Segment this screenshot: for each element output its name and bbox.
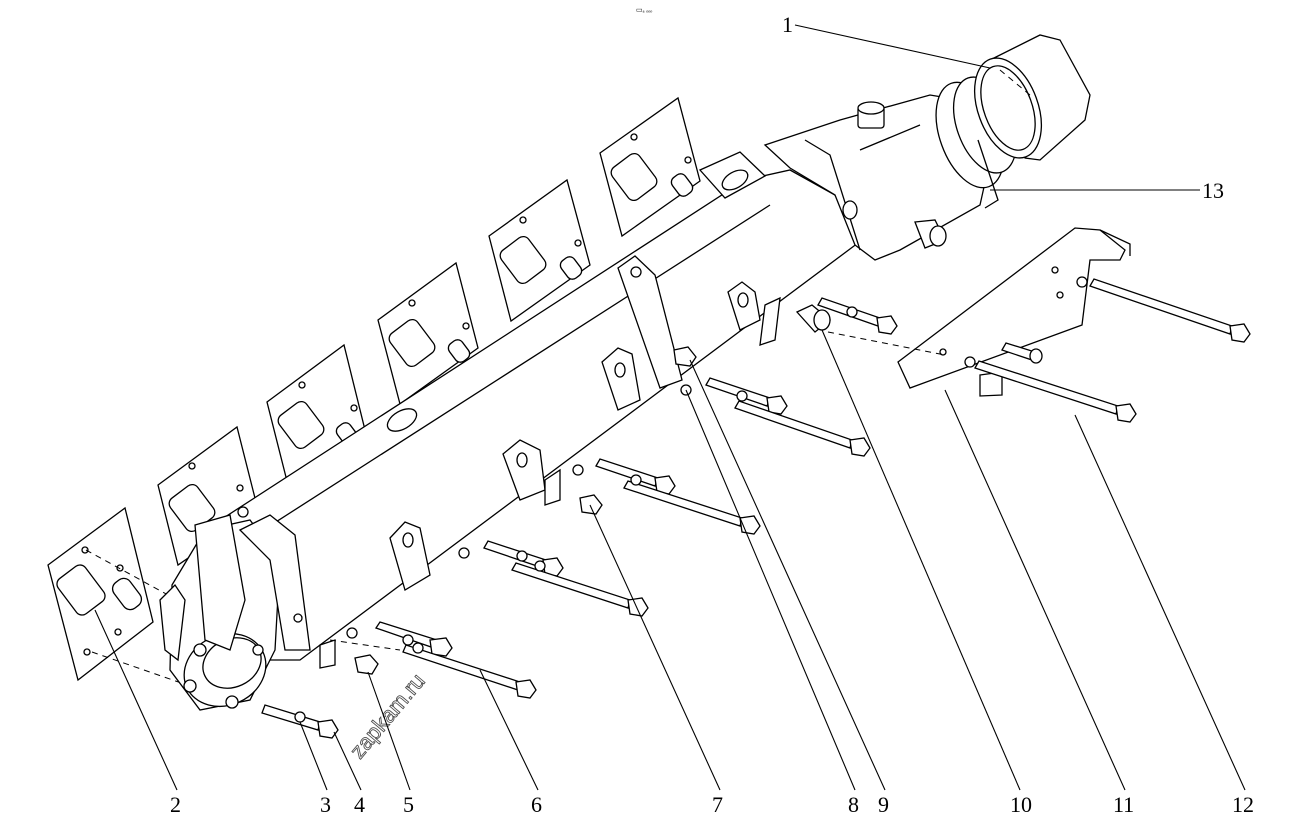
- callout-11: 11: [1113, 792, 1134, 817]
- callout-4: 4: [354, 792, 365, 817]
- callout-6: 6: [531, 792, 542, 817]
- gasket-1: [47, 506, 154, 682]
- callout-9: 9: [878, 792, 889, 817]
- callout-3: 3: [320, 792, 331, 817]
- callout-8: 8: [848, 792, 859, 817]
- bolt-set: [261, 276, 1251, 739]
- callout-1: 1: [782, 12, 793, 37]
- callout-labels: 1 2 3 4 5 6 7 8 9 10 11 12 13: [170, 12, 1254, 817]
- callout-13: 13: [1202, 178, 1224, 203]
- outlet-pipe: [974, 34, 1091, 161]
- gasket-5: [488, 178, 591, 323]
- watermark-text: zapkam.ru: [345, 668, 430, 763]
- callout-7: 7: [712, 792, 723, 817]
- header-caption: ▭ₐ ₒₒₒ: [636, 6, 652, 14]
- gasket-4: [377, 261, 479, 406]
- callout-5: 5: [403, 792, 414, 817]
- callout-10: 10: [1010, 792, 1032, 817]
- support-bracket: [897, 227, 1131, 397]
- callout-2: 2: [170, 792, 181, 817]
- gasket-6: [599, 96, 701, 238]
- leader-lines: [94, 24, 1246, 791]
- callout-12: 12: [1232, 792, 1254, 817]
